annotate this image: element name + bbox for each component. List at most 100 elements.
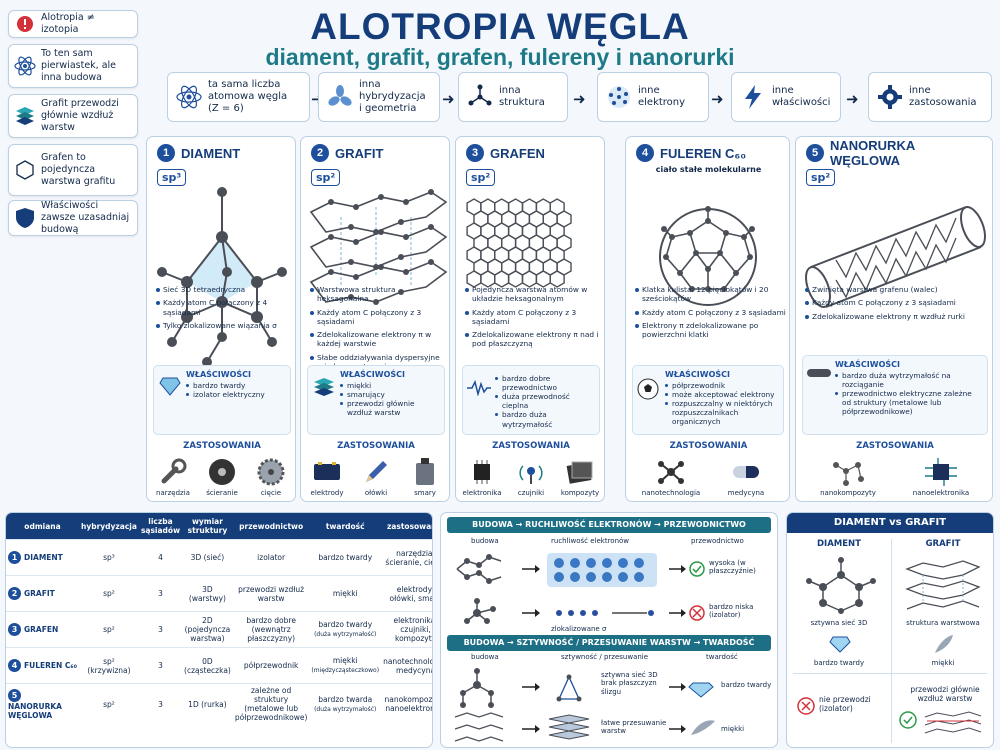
conductivity-diagram	[456, 553, 705, 624]
flow-step-6: inne zastosowania	[868, 72, 992, 122]
graphite-layers-icon	[924, 711, 982, 734]
flow-step-3: inna struktura	[458, 72, 568, 122]
exclamation-icon	[14, 13, 36, 35]
feather-icon	[935, 635, 953, 653]
composite-layers-icon	[558, 455, 602, 489]
hardness-diagram	[454, 668, 715, 742]
note-grafen: Grafen to pojedyncza warstwa grafitu	[8, 144, 138, 196]
app-smary: smary	[403, 455, 447, 497]
flow-arrow: ➜	[711, 90, 724, 108]
app-nanoelektronika: nanoelektronika	[906, 455, 976, 497]
diamond-lattice-icon	[806, 557, 876, 614]
battery-icon	[305, 455, 349, 489]
grinding-disc-icon	[200, 455, 244, 489]
grease-can-icon	[403, 455, 447, 489]
graphite-layers-icon	[905, 560, 981, 610]
hexagon-icon	[14, 159, 36, 181]
card-title: FULEREN C₆₀	[660, 145, 747, 161]
diamond-gem-icon	[159, 377, 181, 396]
pencil-icon	[354, 455, 398, 489]
molecule-icon	[641, 455, 701, 489]
capsule-icon	[721, 455, 771, 489]
diamond-vs-graphite-panel: DIAMENT vs GRAFIT DIAMENT GRAFIT sztywna…	[786, 512, 994, 748]
card-subtitle: ciało stałe molekularne	[655, 165, 762, 174]
hybridization-badge: sp²	[311, 169, 341, 186]
chip-icon	[906, 455, 976, 489]
note-alotropia: Alotropia ≠ izotopia	[8, 10, 138, 38]
diamond-lattice-illustration	[157, 187, 287, 367]
app-nanotechnologia: nanotechnologia	[641, 455, 701, 497]
app-medycyna: medycyna	[721, 455, 771, 497]
hybridization-badge: sp³	[157, 169, 187, 186]
app-nanokompozyty: nanokompozyty	[816, 455, 880, 497]
atom-icon	[176, 84, 202, 110]
flow-step-5: inne właściwości	[731, 72, 841, 122]
app-elektrody: elektrody	[305, 455, 349, 497]
fullerene-cage-illustration	[659, 206, 757, 306]
app-czujniki: czujniki	[509, 455, 553, 497]
electron-cloud-icon	[606, 84, 632, 110]
graphene-sheet-illustration	[466, 198, 572, 288]
saw-blade-icon	[249, 455, 293, 489]
graphite-layers-illustration	[309, 189, 448, 305]
lightning-icon	[740, 84, 766, 110]
app-ciecie: cięcie	[249, 455, 293, 497]
flow-step-1: ta sama liczba atomowa węgla (Z = 6)	[167, 72, 310, 122]
panel-title: DIAMENT vs GRAFIT	[787, 513, 993, 533]
props-box: WŁAŚCIWOŚCI bardzo duża wytrzymałość na …	[802, 355, 988, 435]
note-wlasciwosci: Właściwości zawsze uzasadniaj budową	[8, 200, 138, 236]
page-title: ALOTROPIA WĘGLA	[310, 6, 690, 47]
flow-step-2: inna hybrydyzacja i geometria	[318, 72, 440, 122]
section-header: BUDOWA → RUCHLIWOŚĆ ELEKTRONÓW → PRZEWOD…	[447, 517, 771, 533]
sensor-icon	[509, 455, 553, 489]
chip-icon	[460, 455, 504, 489]
note-pierwiastek: To ten sam pierwiastek, ale inna budowa	[8, 44, 138, 88]
app-kompozyty: kompozyty	[558, 455, 602, 497]
cross-icon	[797, 697, 815, 715]
molecule-icon	[816, 455, 880, 489]
layers-icon	[14, 105, 36, 127]
wrench-icon	[151, 455, 195, 489]
soccer-ball-icon	[637, 378, 659, 400]
structure-icon	[467, 84, 493, 110]
app-narzedzia: narzędzia	[151, 455, 195, 497]
atom-icon	[14, 55, 36, 77]
flow-arrow: ➜	[573, 90, 586, 108]
note-grafit: Grafit przewodzi głównie wzdłuż warstw	[8, 94, 138, 138]
hybridization-badge: sp²	[806, 169, 836, 186]
card-title: GRAFEN	[490, 145, 545, 161]
section-header: BUDOWA → SZTYWNOŚĆ / PRZESUWANIE WARSTW …	[447, 635, 771, 651]
flow-arrow: ➜	[442, 90, 455, 108]
card-title: GRAFIT	[335, 145, 384, 161]
structure-property-panel: BUDOWA → RUCHLIWOŚĆ ELEKTRONÓW → PRZEWOD…	[440, 512, 778, 748]
card-title: DIAMENT	[181, 145, 241, 161]
gear-icon	[877, 84, 903, 110]
app-olowki: ołówki	[354, 455, 398, 497]
check-icon	[899, 711, 917, 729]
nanotube-illustration	[805, 206, 986, 308]
orbital-icon	[327, 84, 353, 110]
card-title: NANORURKA WĘGLOWA	[830, 138, 915, 168]
app-scieranie: ścieranie	[200, 455, 244, 497]
page-subtitle: diament, grafit, grafen, fulereny i nano…	[265, 44, 735, 70]
tube-icon	[807, 369, 831, 377]
app-elektronika: elektronika	[460, 455, 504, 497]
graphene-hexagon	[549, 270, 565, 288]
flow-arrow: ➜	[846, 90, 859, 108]
hybridization-badge: sp²	[466, 169, 496, 186]
